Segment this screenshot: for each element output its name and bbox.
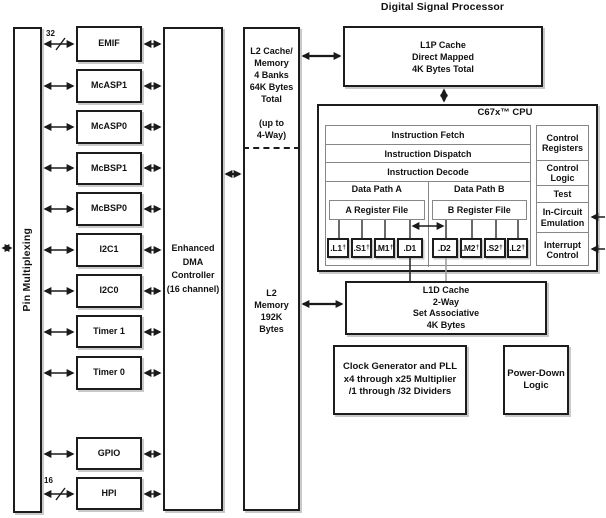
unit-m2: .M2† — [459, 238, 482, 258]
diagram-title: Digital Signal Processor — [380, 1, 505, 13]
block-mcasp0: McASP0 — [76, 110, 142, 144]
row-instruction-dispatch: Instruction Dispatch — [326, 144, 530, 162]
unit-m1: .M1† — [374, 238, 395, 258]
unit-d1: .D1 — [397, 238, 423, 258]
in-circuit-emulation: In-Circuit Emulation — [537, 202, 588, 232]
hpi-bus-slash — [55, 487, 66, 501]
emif-bus-width-label: 32 — [46, 29, 55, 38]
block-edma-controller: Enhanced DMA Controller (16 channel) — [163, 27, 223, 511]
unit-d2: .D2 — [431, 238, 458, 258]
pinmux-peripheral-arrows — [43, 40, 75, 498]
a-register-file: A Register File — [329, 200, 425, 220]
block-l2: L2 Cache/ Memory 4 Banks 64K Bytes Total… — [243, 27, 300, 511]
datapath-a: Data Path A A Register File .L1† .S1† .M… — [326, 182, 428, 267]
block-gpio: GPIO — [76, 437, 142, 470]
datapath-a-header: Data Path A — [351, 184, 402, 194]
emif-bus-slash — [55, 37, 66, 51]
pin-multiplexing-label: Pin Multiplexing — [20, 228, 33, 312]
unit-s2: .S2† — [483, 238, 506, 258]
datapath-b-header: Data Path B — [453, 184, 505, 194]
block-i2c0: I2C0 — [76, 274, 142, 308]
block-emif: EMIF — [76, 26, 142, 62]
block-power-down-logic: Power-Down Logic — [503, 345, 569, 415]
block-mcbsp1: McBSP1 — [76, 152, 142, 185]
block-i2c1: I2C1 — [76, 233, 142, 267]
control-logic: Control Logic — [537, 160, 588, 185]
block-l1d-cache: L1D Cache 2-Way Set Associative 4K Bytes — [345, 281, 547, 335]
peripheral-edma-arrows — [143, 40, 162, 498]
control-registers: Control Registers — [541, 132, 584, 154]
block-clock-generator: Clock Generator and PLL x4 through x25 M… — [333, 345, 467, 415]
bus-width-slashes — [55, 37, 66, 501]
l2-memory-label: L2 Memory 192K Bytes — [254, 288, 289, 334]
row-instruction-decode: Instruction Decode — [326, 162, 530, 181]
hpi-bus-width-label: 16 — [44, 476, 53, 485]
block-pin-multiplexing: Pin Multiplexing — [13, 27, 42, 513]
block-l1p-cache: L1P Cache Direct Mapped 4K Bytes Total — [343, 26, 543, 87]
interrupt-control: Interrupt Control — [537, 232, 588, 267]
cpu-pipeline-grid: Instruction Fetch Instruction Dispatch I… — [325, 125, 531, 267]
l2-dashed-divider — [243, 147, 300, 149]
datapath-b: Data Path B B Register File .D2 .M2† .S2… — [427, 182, 531, 267]
block-mcasp1: McASP1 — [76, 69, 142, 103]
unit-l2: .L2† — [506, 238, 528, 258]
row-instruction-fetch: Instruction Fetch — [391, 130, 465, 140]
block-mcbsp0: McBSP0 — [76, 192, 142, 226]
b-register-file: B Register File — [431, 200, 527, 220]
test-block: Test — [537, 185, 588, 202]
l2-cache-label: L2 Cache/ Memory 4 Banks 64K Bytes Total… — [249, 46, 294, 140]
unit-s1: .S1† — [351, 238, 372, 258]
block-timer1: Timer 1 — [76, 315, 142, 348]
cpu-title: C67x™ CPU — [477, 107, 533, 118]
block-hpi: HPI — [76, 477, 142, 510]
datapath-region: Data Path A A Register File .L1† .S1† .M… — [326, 181, 530, 267]
unit-l1: .L1† — [327, 238, 349, 258]
cpu-control-column: Control Registers Control Logic Test In-… — [536, 125, 589, 266]
block-timer0: Timer 0 — [76, 356, 142, 390]
